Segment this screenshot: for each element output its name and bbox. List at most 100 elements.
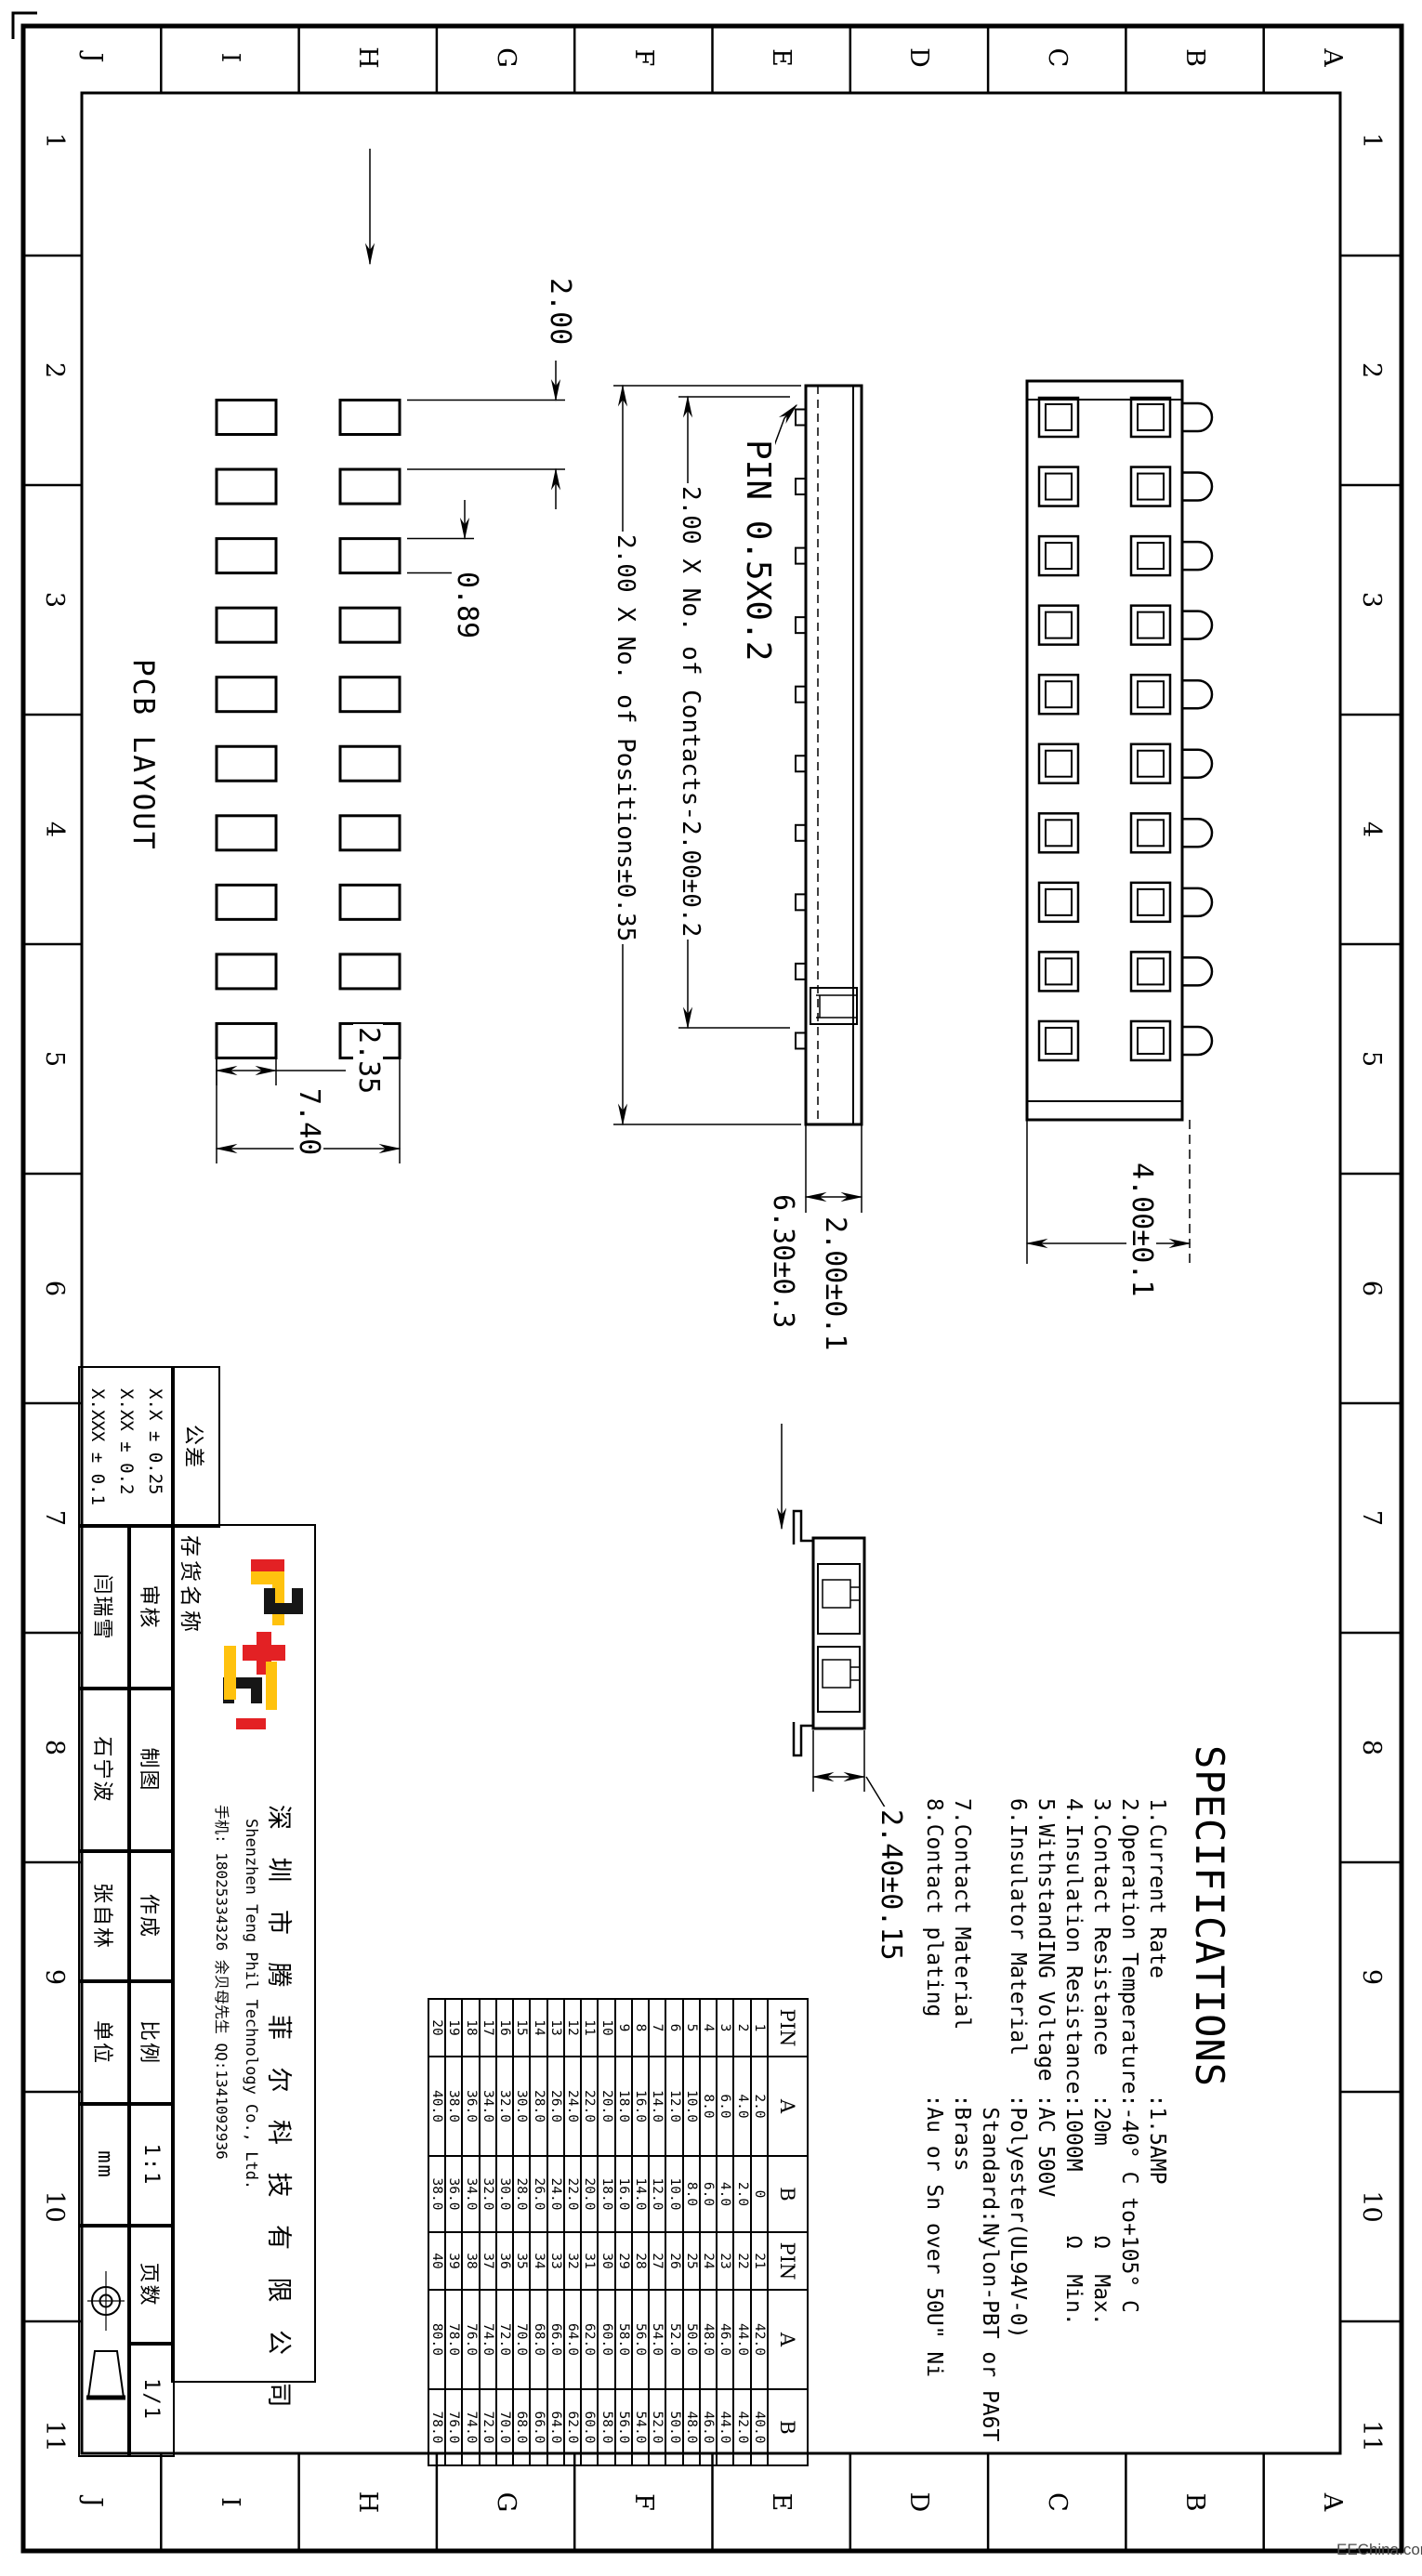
table-cell: 72.0 [479, 2389, 496, 2465]
table-cell: 28.0 [530, 2057, 547, 2156]
table-cell: 2.0 [733, 2156, 751, 2232]
pin-table-header: B [768, 2389, 808, 2465]
table-cell: 8.0 [682, 2156, 700, 2232]
table-cell: 38 [462, 2232, 480, 2290]
zone-letter-left-D: D [904, 47, 934, 68]
zone-number-top-2: 2 [1357, 361, 1387, 379]
table-cell: 34 [530, 2232, 547, 2290]
zone-letter-right-E: E [767, 2492, 797, 2512]
spec-line-7: Standard:Nylon-PBT or PA6T [978, 1798, 1002, 2442]
table-cell: 48.0 [700, 2290, 718, 2389]
table-cell: 60.0 [598, 2290, 615, 2389]
spec-line-6: 6.Insulator Material :Polyester(UL94V-0) [1006, 1798, 1030, 2339]
table-cell: 52.0 [665, 2290, 683, 2389]
table-cell: 35 [513, 2232, 531, 2290]
dim-contacts: 2.00 X No. of Contacts-2.00±0.2 [677, 483, 704, 940]
table-cell: 14.0 [632, 2156, 650, 2232]
table-cell: 12.0 [665, 2057, 683, 2156]
table-cell: 20.0 [598, 2057, 615, 2156]
pin-table-header: PIN [768, 1999, 808, 2057]
tolerance-line-2: X.XX ± 0.2 [116, 1388, 138, 1495]
table-cell: 64.0 [546, 2389, 564, 2465]
table-cell: 3 [717, 1999, 734, 2057]
table-cell: 30.0 [513, 2057, 531, 2156]
table-cell: 34.0 [479, 2057, 496, 2156]
zone-number-top-4: 4 [1357, 821, 1387, 838]
table-cell: 31 [581, 2232, 599, 2290]
tolerance-line-1: X.X ± 0.25 [145, 1388, 166, 1495]
table-cell: 36.0 [462, 2057, 480, 2156]
zone-number-bottom-5: 5 [40, 1050, 69, 1068]
table-cell: 1 [750, 1999, 768, 2057]
table-cell: 8.0 [700, 2057, 718, 2156]
table-cell: 18.0 [614, 2057, 632, 2156]
table-cell: 64.0 [564, 2290, 582, 2389]
table-cell: 60.0 [581, 2389, 599, 2465]
table-cell: 18 [462, 1999, 480, 2057]
table-cell: 46.0 [700, 2389, 718, 2465]
table-cell: 13 [546, 1999, 564, 2057]
title-block-value: mm [78, 2102, 131, 2228]
table-cell: 22.0 [581, 2057, 599, 2156]
table-cell: 38.0 [428, 2156, 446, 2232]
table-cell: 12.0 [649, 2156, 666, 2232]
table-cell: 44.0 [733, 2290, 751, 2389]
zone-number-bottom-10: 10 [40, 2190, 69, 2223]
table-cell: 40.0 [428, 2057, 446, 2156]
pin-table-header: B [768, 2156, 808, 2232]
table-cell: 37 [479, 2232, 496, 2290]
company-name-cn: 深 圳 市 腾 菲 尔 科 技 有 限 公 司 [265, 1805, 293, 2418]
table-cell: 10 [598, 1999, 615, 2057]
table-cell: 48.0 [682, 2389, 700, 2465]
table-cell: 6 [665, 1999, 683, 2057]
zone-number-bottom-1: 1 [40, 132, 69, 150]
pin-table-header: A [768, 2057, 808, 2156]
table-cell: 50.0 [682, 2290, 700, 2389]
title-block-value: 张自林 [78, 1849, 131, 1983]
zone-number-top-11: 11 [1357, 2420, 1387, 2452]
table-cell: 46.0 [717, 2290, 734, 2389]
table-cell: 76.0 [445, 2389, 463, 2465]
zone-number-top-5: 5 [1357, 1050, 1387, 1068]
table-cell: 26 [665, 2232, 683, 2290]
table-cell: 56.0 [632, 2290, 650, 2389]
table-cell: 7 [649, 1999, 666, 2057]
table-cell: 16.0 [614, 2156, 632, 2232]
table-cell: 18.0 [598, 2156, 615, 2232]
table-cell: 50.0 [665, 2389, 683, 2465]
zone-number-top-10: 10 [1357, 2190, 1387, 2223]
table-cell: 54.0 [632, 2389, 650, 2465]
company-logo [223, 1559, 303, 1729]
table-cell: 17 [479, 1999, 496, 2057]
projection-angle-symbol [86, 2271, 125, 2400]
zone-letter-right-C: C [1042, 2492, 1072, 2512]
table-cell: 62.0 [564, 2389, 582, 2465]
table-cell: 70.0 [513, 2290, 531, 2389]
table-cell: 40.0 [750, 2389, 768, 2465]
company-box: 存货名称 深 圳 市 腾 菲 尔 科 技 有 限 公 司 Shenzhen Te… [171, 1524, 316, 2418]
table-cell: 32.0 [479, 2156, 496, 2232]
spec-line-5: 5.WithstandING Voltage :AC 500V [1034, 1798, 1058, 2198]
zone-letter-left-I: I [215, 52, 244, 63]
table-cell: 11 [581, 1999, 599, 2057]
pin-table-header: A [768, 2290, 808, 2389]
zone-letter-left-F: F [628, 48, 658, 67]
pcb-view-label: PCB LAYOUT [126, 656, 160, 854]
table-cell: 6.0 [700, 2156, 718, 2232]
table-cell: 12 [564, 1999, 582, 2057]
table-cell: 58.0 [614, 2290, 632, 2389]
title-block-label: 1/1 [127, 2342, 175, 2457]
dim-pcb-pitch: 2.00 [544, 275, 576, 348]
